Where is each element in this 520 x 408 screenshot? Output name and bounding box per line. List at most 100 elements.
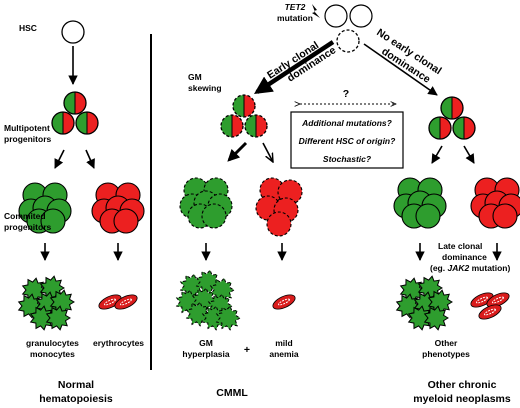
arrow-to-gm-progenitors <box>54 149 65 169</box>
gm-skewing-label-2: skewing <box>188 83 222 93</box>
granulocyte-cell <box>215 305 241 331</box>
committed-gm-progenitors <box>18 182 72 234</box>
green-progenitor-cell <box>40 208 66 234</box>
green-progenitor-cell <box>415 203 441 229</box>
other-gm-progenitors <box>393 177 447 229</box>
mild-anemia-label-2: anemia <box>269 349 299 359</box>
committed-label-1: Commited <box>4 211 46 221</box>
question-mark: ? <box>343 88 349 100</box>
granulocyte-cell <box>399 277 425 303</box>
multipotent-progenitors-cmml <box>220 94 268 138</box>
cell-half-red <box>63 112 74 134</box>
mutated-hsc <box>336 29 360 53</box>
erythrocyte <box>272 294 296 310</box>
granulocyte-cell <box>49 289 75 315</box>
cmml-footer: CMML <box>216 387 248 399</box>
cell-half-green <box>76 112 87 134</box>
cell-half-red <box>256 115 267 137</box>
erythrocyte <box>114 294 138 310</box>
cell-half-red <box>464 117 475 139</box>
erythrocyte-center <box>120 298 132 306</box>
cell-outline <box>244 114 268 138</box>
cell-half-red <box>232 115 243 137</box>
arrow-to-ery-progenitors <box>85 149 95 169</box>
cell-half-red <box>452 97 463 119</box>
other-footer-2: myeloid neoplasms <box>413 393 511 405</box>
multipotent-progenitors-other <box>428 96 476 140</box>
red-progenitor-cell <box>113 208 139 234</box>
erythrocyte-center <box>484 308 496 316</box>
gm-hyperplasia-label-1: GM <box>199 338 213 348</box>
gm-skewing-label-1: GM <box>188 72 202 82</box>
granulocyte-cell <box>29 305 55 331</box>
granulocyte-cell <box>427 289 453 315</box>
thin-arrow-to-ery <box>262 142 273 162</box>
cmml-erythroid-progenitors <box>255 177 303 237</box>
granulocyte-cell <box>209 277 235 303</box>
box-line-2: Different HSC of origin? <box>299 136 396 146</box>
other-phenotypes-label-2: phenotypes <box>422 349 470 359</box>
erythrocyte <box>470 292 494 308</box>
normal-footer-1: Normal <box>58 379 94 391</box>
cell-half-green <box>64 92 75 114</box>
other-footer-1: Other chronic <box>428 379 497 391</box>
early-dominance-arrow <box>253 40 335 94</box>
bipotent-progenitor-cell <box>440 96 464 120</box>
red-progenitor-cell <box>492 203 518 229</box>
cell-half-green <box>233 95 244 117</box>
erythrocyte-center <box>278 298 290 306</box>
erythrocyte-body <box>272 294 296 310</box>
erythrocyte-center <box>492 296 504 304</box>
gm-hyperplasia-label-2: hyperplasia <box>182 349 230 359</box>
granulocyte-cell <box>423 305 449 331</box>
cell-outline <box>51 111 75 135</box>
box-line-1: Additional mutations? <box>301 118 393 128</box>
cell-outline <box>75 111 99 135</box>
cell-outline <box>452 116 476 140</box>
bipotent-progenitor-cell <box>63 91 87 115</box>
monocytes-label: monocytes <box>30 349 75 359</box>
lightning-icon <box>312 4 320 18</box>
granulocyte-cell <box>21 277 47 303</box>
bipotent-progenitor-cell <box>452 116 476 140</box>
erythrocyte <box>98 294 122 310</box>
other-mature-gm-cells <box>395 275 453 331</box>
late-dominance-label-2: dominance <box>442 252 487 262</box>
granulocyte-cell <box>201 305 227 331</box>
box-line-3: Stochastic? <box>323 154 372 164</box>
mature-granulocytes-monocytes <box>17 275 75 331</box>
erythrocyte-body <box>478 304 502 320</box>
hsc-cell <box>61 20 85 44</box>
erythrocyte <box>486 292 510 308</box>
granulocyte-cell <box>185 301 211 327</box>
bipotent-progenitor-cell <box>244 114 268 138</box>
committed-label-2: progenitors <box>4 222 51 232</box>
gm-hyperplasia-cells <box>175 269 241 331</box>
red-progenitor-cell <box>266 211 292 237</box>
cell-half-green <box>441 97 452 119</box>
red-progenitor-cell <box>277 179 303 205</box>
green-progenitor-cell <box>201 203 227 229</box>
mild-anemia-label-1: mild <box>275 338 292 348</box>
erythrocyte-body <box>98 294 122 310</box>
cell-outline <box>232 94 256 118</box>
granulocyte-cell <box>45 305 71 331</box>
late-dominance-label-1: Late clonal <box>438 241 482 251</box>
cell-outline <box>428 116 452 140</box>
right-arrow-to-gm <box>431 145 443 164</box>
cell-half-red <box>440 117 451 139</box>
hsc-label: HSC <box>19 23 37 33</box>
bipotent-progenitor-cell <box>428 116 452 140</box>
granulocytes-label: granulocytes <box>26 338 79 348</box>
cell-half-red <box>87 112 98 134</box>
other-erythroid-progenitors <box>470 177 520 229</box>
erythrocyte-center <box>104 298 116 306</box>
hsc-top-right <box>349 4 373 28</box>
bipotent-progenitor-cell <box>232 94 256 118</box>
multipotent-label-1: Multipotent <box>4 123 50 133</box>
question-box <box>290 111 404 169</box>
cell-half-green <box>52 112 63 134</box>
bipotent-progenitor-cell <box>51 111 75 135</box>
